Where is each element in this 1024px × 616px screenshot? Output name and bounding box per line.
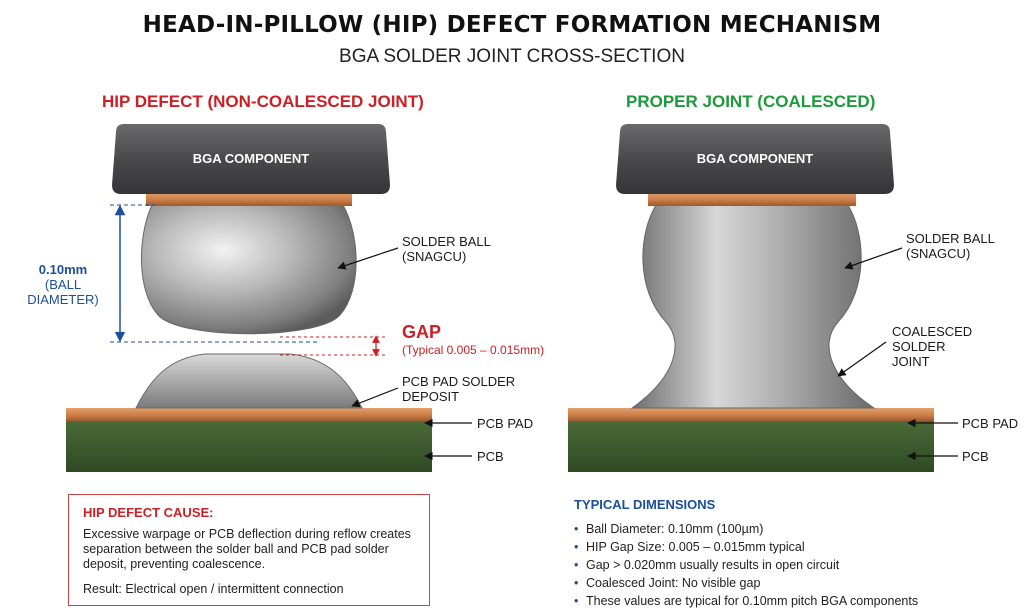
left-pcb-label: PCB <box>477 449 504 464</box>
page-title: HEAD-IN-PILLOW (HIP) DEFECT FORMATION ME… <box>142 12 882 38</box>
ball-diameter-label: 0.10mm (BALL DIAMETER) <box>8 262 118 307</box>
left-solder-ball <box>141 204 357 335</box>
coalesced-joint-label-line1: COALESCED SOLDER <box>892 324 973 354</box>
typical-dimensions: TYPICAL DIMENSIONS Ball Diameter: 0.10mm… <box>574 497 1014 610</box>
pad-deposit-label: PCB PAD SOLDER DEPOSIT <box>402 374 515 404</box>
left-pcb-pad-label: PCB PAD <box>477 416 534 431</box>
right-bga-component <box>616 124 894 194</box>
left-solder-ball-label-line1: SOLDER BALL <box>402 234 491 249</box>
left-panel-heading: HIP DEFECT (NON-COALESCED JOINT) <box>102 92 424 111</box>
right-solder-ball-leader <box>844 247 903 270</box>
list-item: Ball Diameter: 0.10mm (100µm) <box>574 520 1014 538</box>
gap-typical: (Typical 0.005 – 0.015mm) <box>402 343 545 357</box>
hip-cause-result: Result: Electrical open / intermittent c… <box>83 582 344 596</box>
list-item: Gap > 0.020mm usually results in open ci… <box>574 556 1014 574</box>
right-pcb-pad <box>568 408 934 421</box>
right-component-pad <box>648 192 856 206</box>
ball-diameter-caption: (BALL DIAMETER) <box>27 277 99 307</box>
right-pcb-pad-label: PCB PAD <box>962 416 1019 431</box>
right-coalesced-leader <box>837 341 887 377</box>
right-solder-ball-label-line2: (SNAGCU) <box>906 246 971 261</box>
list-item: HIP Gap Size: 0.005 – 0.015mm typical <box>574 538 1014 556</box>
list-item: These values are typical for 0.10mm pitc… <box>574 592 1014 610</box>
left-deposit-leader <box>351 387 399 408</box>
typical-dimensions-list: Ball Diameter: 0.10mm (100µm) HIP Gap Si… <box>574 520 1014 610</box>
hip-cause-title: HIP DEFECT CAUSE: <box>83 505 214 520</box>
coalesced-joint-label-line2: JOINT <box>892 354 930 369</box>
right-coalesced-joint <box>630 204 876 409</box>
right-solder-ball-label-line1: SOLDER BALL <box>906 231 995 246</box>
left-pcb-pad <box>66 408 432 421</box>
left-bga-component <box>112 124 390 194</box>
right-panel-heading: PROPER JOINT (COALESCED) <box>626 92 876 111</box>
typical-dimensions-title: TYPICAL DIMENSIONS <box>574 497 716 512</box>
coalesced-joint-label: COALESCED SOLDER JOINT <box>892 324 1024 369</box>
pad-deposit-label-line2: DEPOSIT <box>402 389 460 404</box>
right-component-label: BGA COMPONENT <box>696 151 814 166</box>
ball-diameter-dimension <box>110 204 320 343</box>
right-solder-ball-label: SOLDER BALL (SNAGCU) <box>906 231 995 261</box>
gap-title: GAP <box>402 322 442 342</box>
left-solder-ball-label-line2: (SNAGCU) <box>402 249 467 264</box>
hip-cause-body: Excessive warpage or PCB deflection duri… <box>83 527 411 571</box>
left-solder-ball-label: SOLDER BALL (SNAGCU) <box>402 234 491 264</box>
page-subtitle: BGA SOLDER JOINT CROSS-SECTION <box>339 46 685 67</box>
left-component-pad <box>146 192 352 206</box>
gap-dimension <box>280 335 386 357</box>
pad-deposit-label-line1: PCB PAD SOLDER <box>402 374 516 389</box>
left-pad-solder-deposit <box>135 353 363 409</box>
right-pcb-label: PCB <box>962 449 989 464</box>
list-item: Coalesced Joint: No visible gap <box>574 574 1014 592</box>
hip-cause-box: HIP DEFECT CAUSE: Excessive warpage or P… <box>68 494 430 606</box>
right-pcb-board <box>568 420 934 472</box>
left-solder-ball-leader <box>337 247 399 270</box>
left-component-label: BGA COMPONENT <box>192 151 310 166</box>
left-pcb-board <box>66 420 432 472</box>
ball-diameter-value: 0.10mm <box>38 262 88 277</box>
